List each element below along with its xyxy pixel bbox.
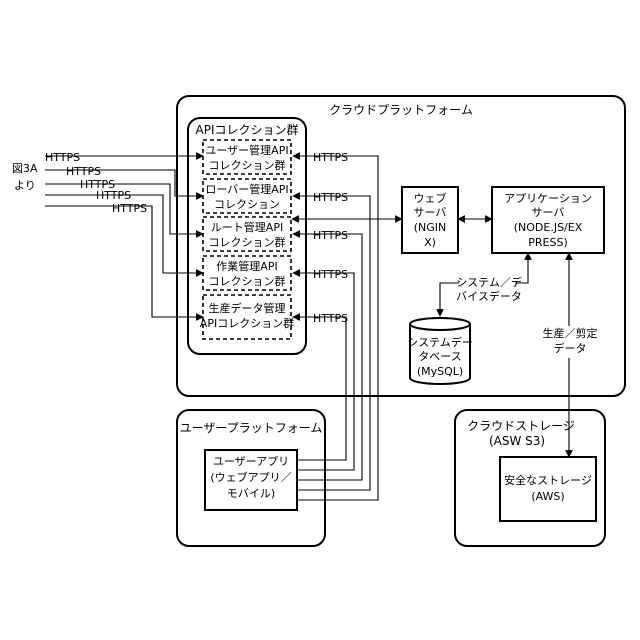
cloud-storage-subtitle: (ASW S3) [489,434,545,448]
cloud-storage-title: クラウドストレージ [467,419,575,433]
svg-text:(NGIN: (NGIN [414,221,447,234]
svg-text:ユーザー管理API: ユーザー管理API [205,143,288,157]
svg-text:サーバ: サーバ [532,206,565,219]
svg-text:(AWS): (AWS) [531,490,564,503]
svg-text:X): X) [424,236,436,249]
user-platform-title: ユーザープラットフォーム [180,421,323,435]
external-https-label-4: HTTPS [96,189,131,202]
api-collection-work-mgmt: 作業管理API コレクション群 [203,256,291,290]
svg-text:モバイル): モバイル) [227,487,275,500]
svg-text:タベース: タベース [418,350,461,363]
internal-https-label-4: HTTPS [313,268,348,281]
svg-text:サーバ: サーバ [414,206,447,219]
svg-text:ユーザーアプリ: ユーザーアプリ [213,455,289,468]
svg-text:コレクション群: コレクション群 [209,274,286,288]
figure-reference-line2: より [14,179,36,192]
external-https-label-1: HTTPS [45,151,80,164]
svg-text:コレクション群: コレクション群 [209,235,286,249]
secure-storage-box: 安全なストレージ (AWS) [500,457,596,521]
internal-https-label-3: HTTPS [313,229,348,242]
svg-text:ウェブ: ウェブ [414,191,447,205]
api-collection-user-mgmt: ユーザー管理API コレクション群 [203,140,291,174]
svg-text:コレクション: コレクション [214,198,280,211]
svg-text:(NODE.JS/EX: (NODE.JS/EX [514,221,583,234]
svg-text:コレクション群: コレクション群 [209,158,286,172]
api-collection-group-title: APIコレクション群 [196,123,299,137]
web-server-box: ウェブ サーバ (NGIN X) [402,187,458,253]
svg-text:生産データ管理: 生産データ管理 [209,301,286,315]
api-collection-production-data-mgmt: 生産データ管理 APIコレクション群 [200,295,294,339]
svg-text:作業管理API: 作業管理API [216,259,277,273]
svg-text:データ: データ [554,341,587,355]
system-database-cylinder: システムデー タベース (MySQL) [407,318,473,384]
external-https-label-5: HTTPS [112,202,147,215]
external-https-label-2: HTTPS [66,165,101,178]
internal-https-label-5: HTTPS [313,312,348,325]
api-collection-route-mgmt: ルート管理API コレクション群 [203,217,291,251]
internal-https-label-1: HTTPS [313,151,348,164]
svg-text:システムデー: システムデー [407,335,473,349]
svg-text:(ウェブアプリ／: (ウェブアプリ／ [210,470,291,484]
svg-text:ローバー管理API: ローバー管理API [205,182,288,196]
internal-https-label-2: HTTPS [313,191,348,204]
svg-text:安全なストレージ: 安全なストレージ [504,473,592,487]
figure-reference-line1: 図3A [12,162,38,175]
api-collection-rover-mgmt: ローバー管理API コレクション [203,179,291,213]
svg-text:バイスデータ: バイスデータ [456,289,522,303]
svg-text:ルート管理API: ルート管理API [211,220,283,234]
svg-text:システム／デ: システム／デ [456,275,522,289]
svg-text:アプリケーション: アプリケーション [504,192,592,205]
svg-text:(MySQL): (MySQL) [417,365,463,378]
application-server-box: アプリケーション サーバ (NODE.JS/EX PRESS) [492,187,604,253]
svg-text:生産／剪定: 生産／剪定 [543,326,598,340]
user-app-box: ユーザーアプリ (ウェブアプリ／ モバイル) [205,450,297,510]
svg-text:PRESS): PRESS) [528,236,567,249]
cloud-platform-title: クラウドプラットフォーム [329,103,473,117]
svg-text:APIコレクション群: APIコレクション群 [200,316,294,330]
